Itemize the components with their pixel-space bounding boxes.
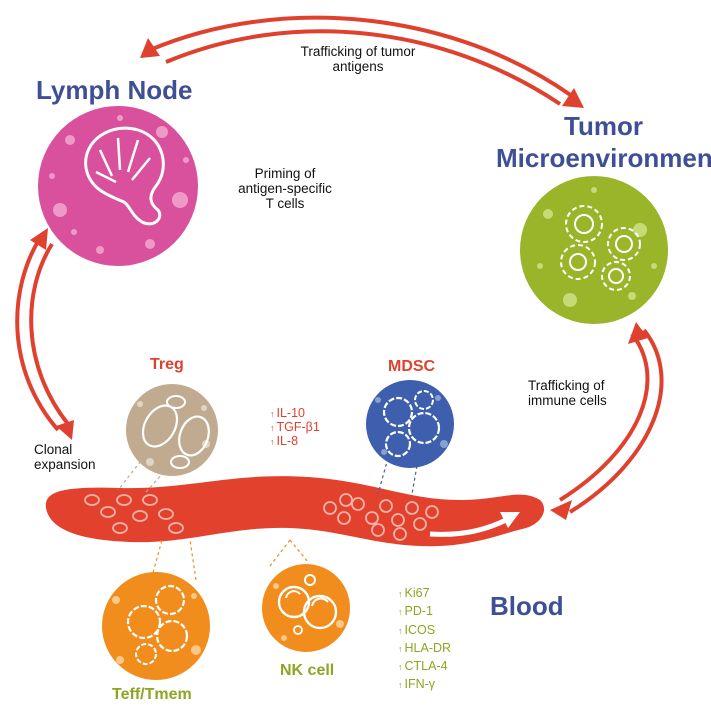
arrowhead-down-icon <box>56 420 74 440</box>
treg-label: Treg <box>150 356 184 373</box>
marker-row: ↑Ki67 <box>398 586 430 600</box>
microenvironment-title: Microenvironment <box>496 143 711 173</box>
marker-row: ↑PD-1 <box>398 604 433 619</box>
nk-callout-line <box>269 539 291 567</box>
mdsc-cell <box>366 380 454 468</box>
blood-title: Blood <box>490 591 564 621</box>
caption-priming: Priming of antigen-specific T cells <box>238 166 332 212</box>
treg-cell <box>126 384 218 476</box>
up-arrow-icon: ↑ <box>270 437 275 447</box>
lymph-node-title: Lymph Node <box>36 75 193 105</box>
flow-arrow-icon <box>500 512 520 528</box>
top-cycle-arrow <box>140 15 584 108</box>
up-arrow-icon: ↑ <box>398 589 403 599</box>
arrowhead-down-left-icon <box>550 500 572 520</box>
blood-vessel <box>45 476 545 547</box>
teff-label: Teff/Tmem <box>112 686 192 703</box>
caption-trafficking-immune: Trafficking of immune cells <box>528 378 607 409</box>
mdsc-label: MDSC <box>388 358 436 375</box>
marker-row: ↑TGF-β1 <box>270 420 320 434</box>
marker-row: ↑IFN-γ <box>398 677 436 692</box>
lymph-node-cell <box>38 106 198 266</box>
tumor-title: Tumor <box>564 111 643 141</box>
marker-row: ↑HLA-DR <box>398 640 452 655</box>
mdsc-callout-line <box>377 457 389 495</box>
nk-cell <box>262 564 350 652</box>
marker-row: ↑ICOS <box>398 622 436 637</box>
marker-row: ↑IL-10 <box>270 406 305 420</box>
arrowhead-right-icon <box>562 88 584 108</box>
arrowhead-left-icon <box>140 38 160 58</box>
teff-cell <box>102 572 210 680</box>
marker-row: ↑IL-8 <box>270 434 299 448</box>
up-arrow-icon: ↑ <box>398 680 403 691</box>
up-arrow-icon: ↑ <box>270 409 275 419</box>
right-cycle-arrow <box>550 322 664 520</box>
nk-label: NK cell <box>280 662 335 679</box>
blood-marker-list: ↑Ki67 ↑PD-1 ↑ICOS ↑HLA-DR ↑CTLA-4 ↑IFN-γ <box>398 584 451 694</box>
treg-marker-list: ↑IL-10 ↑TGF-β1 ↑IL-8 <box>270 406 320 448</box>
up-arrow-icon: ↑ <box>398 662 403 672</box>
tumor-cell <box>520 176 668 324</box>
marker-row: ↑CTLA-4 <box>398 659 448 673</box>
left-cycle-arrow <box>15 228 74 440</box>
up-arrow-icon: ↑ <box>398 607 403 618</box>
arrowhead-up-right-icon <box>628 322 648 344</box>
arrowhead-up-icon <box>30 228 48 250</box>
up-arrow-icon: ↑ <box>270 423 275 433</box>
up-arrow-icon: ↑ <box>398 625 403 636</box>
teff-callout-line <box>189 539 197 581</box>
caption-clonal-expansion: Clonal expansion <box>34 442 96 473</box>
caption-trafficking-antigens: Trafficking of tumor antigens <box>300 44 416 75</box>
up-arrow-icon: ↑ <box>398 643 403 654</box>
